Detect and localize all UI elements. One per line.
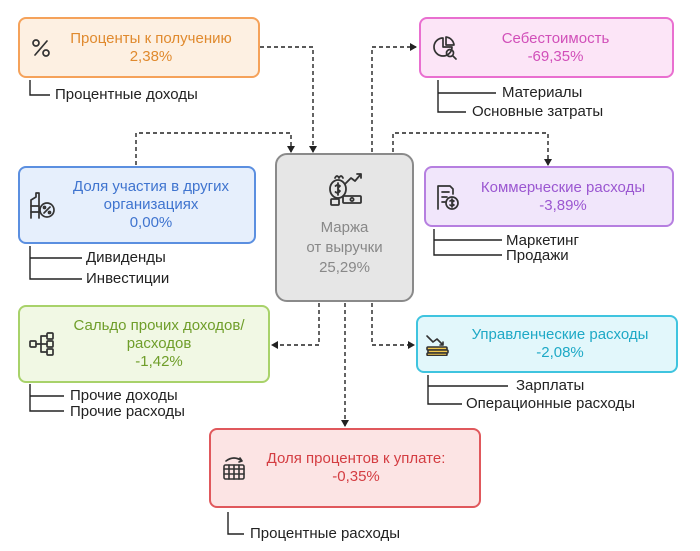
interest-payable-value: -0,35% <box>332 468 380 485</box>
node-equity-share: Доля участия в других организациях 0,00% <box>18 166 256 244</box>
equity-share-item-2: Инвестиции <box>86 270 170 287</box>
management-value: -2,08% <box>536 344 584 361</box>
interest-receivable-title: Проценты к получению <box>70 29 232 47</box>
commercial-title: Коммерческие расходы <box>480 178 646 196</box>
cost-item-2: Основные затраты <box>472 103 604 120</box>
other-balance-item-2: Прочие расходы <box>70 403 185 420</box>
commercial-item-1: Маркетинг <box>506 232 579 249</box>
bracket-other-balance <box>29 384 64 412</box>
cost-title: Себестоимость <box>501 29 610 47</box>
pie-magnifier-icon <box>433 35 457 60</box>
bracket-interest-payable <box>227 512 244 535</box>
equity-share-item-1: Дивиденды <box>86 249 166 266</box>
interest-payable-item-1: Процентные расходы <box>250 525 401 542</box>
node-interest-receivable: Проценты к получению 2,38% <box>18 17 260 78</box>
other-balance-item-1: Прочие доходы <box>70 387 178 404</box>
bracket-commercial <box>433 229 502 256</box>
invoice-dollar-icon <box>437 184 459 210</box>
center-title-line1: Маржа <box>320 219 369 236</box>
percent-building-icon <box>30 192 55 219</box>
connector-other-balance <box>271 303 320 349</box>
bracket-interest-receivable <box>29 80 50 96</box>
commercial-item-2: Продажи <box>506 247 569 264</box>
interest-receivable-value: 2,38% <box>129 47 173 65</box>
commercial-value: -3,89% <box>539 196 587 214</box>
management-item-1: Зарплаты <box>516 377 585 394</box>
interest-payable-title: Доля процентов к уплате: <box>266 450 446 467</box>
equity-share-title: Доля участия в других организациях <box>73 178 229 213</box>
center-value: 25,29% <box>319 259 370 276</box>
node-interest-payable: Доля процентов к уплате: -0,35% <box>209 428 481 508</box>
interest-receivable-item-1: Процентные доходы <box>55 86 198 103</box>
center-margin-node: Маржа от выручки 25,29% <box>275 153 414 302</box>
cost-item-1: Материалы <box>502 84 583 101</box>
management-item-2: Операционные расходы <box>466 395 636 412</box>
connector-management <box>371 303 415 349</box>
connector-equity-share <box>135 132 295 165</box>
connector-interest-receivable <box>260 46 317 153</box>
other-balance-value: -1,42% <box>135 353 183 370</box>
hierarchy-icon <box>29 332 54 356</box>
percent-icon <box>32 38 50 57</box>
management-title: Управленческие расходы <box>471 326 649 343</box>
node-cost: Себестоимость -69,35% <box>419 17 674 78</box>
bracket-equity-share <box>29 246 82 280</box>
node-other-balance: Сальдо прочих доходов/ расходов -1,42% <box>18 305 270 383</box>
connector-commercial <box>392 132 552 166</box>
equity-share-value: 0,00% <box>129 214 173 231</box>
node-commercial: Коммерческие расходы -3,89% <box>424 166 674 227</box>
node-management: Управленческие расходы -2,08% <box>416 315 678 373</box>
connector-cost <box>371 43 417 152</box>
money-chart-icon <box>426 335 449 356</box>
center-title-line2: от выручки <box>306 239 383 256</box>
other-balance-title: Сальдо прочих доходов/ расходов <box>73 317 245 352</box>
money-growth-icon <box>329 173 362 206</box>
calendar-transfer-icon <box>223 457 245 480</box>
cost-value: -69,35% <box>527 47 584 65</box>
